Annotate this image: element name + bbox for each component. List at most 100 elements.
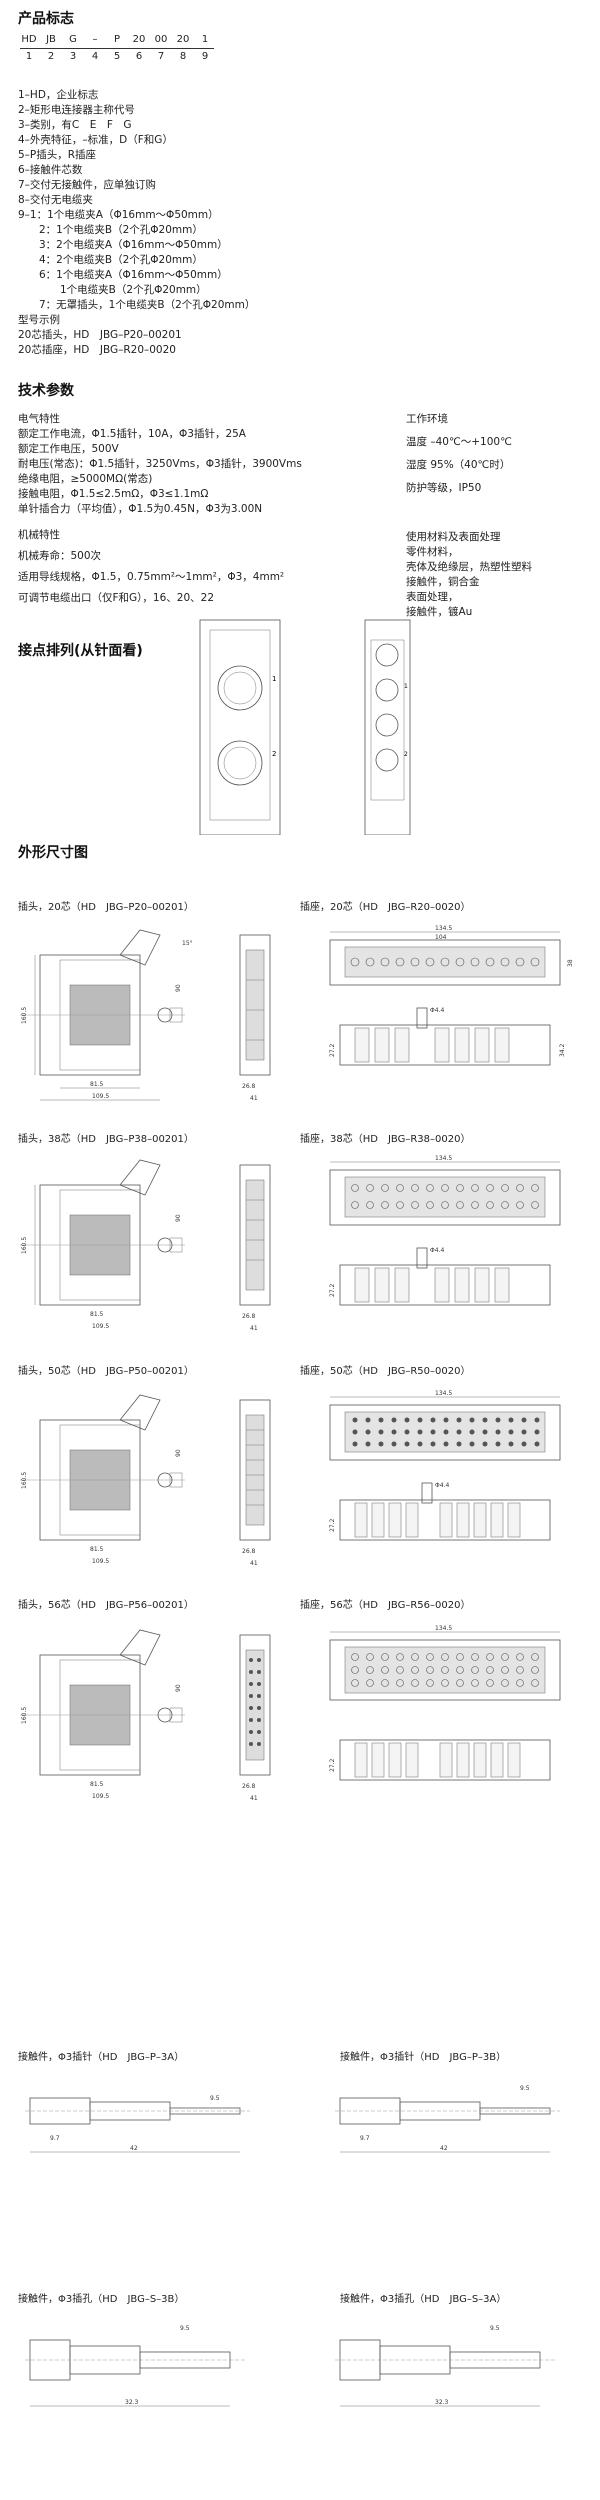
env-line: 防护等级，IP50 — [406, 482, 482, 494]
drawing-pins: 42 9.7 9.5 42 9.7 9.5 — [25, 2085, 560, 2153]
caption-pin-3a: 接触件，Φ3插针（HD JBG–P–3A） — [18, 2052, 185, 2063]
contact-layout-title: 接点排列(从针面看) — [18, 643, 143, 659]
contact-label-small-2: 2 — [404, 751, 408, 758]
material-block: 使用材料及表面处理 零件材料， 壳体及绝缘层，热塑性塑料 接触件，铜合金 表面处… — [406, 530, 532, 620]
layout-frame-left — [199, 619, 281, 835]
caption-receptacle-38: 插座，38芯（HD JBG–R38–0020） — [300, 1134, 471, 1145]
mark-line: 1个电缆夹B（2个孔Φ20mm） — [18, 284, 207, 296]
svg-text:134.5: 134.5 — [435, 925, 452, 932]
mark-line: 5–P插头，R插座 — [18, 149, 97, 161]
drawing-set-38: 160.5 81.5 109.5 90 26.8 41 134.5 Φ4.4 2… — [20, 1155, 561, 1332]
contact-label-1: 1 — [272, 675, 276, 683]
svg-text:90: 90 — [175, 984, 182, 992]
svg-text:90: 90 — [175, 1214, 182, 1222]
svg-text:109.5: 109.5 — [92, 1323, 109, 1330]
caption-receptacle-56: 插座，56芯（HD JBG–R56–0020） — [300, 1600, 471, 1611]
code-num-7: 7 — [157, 51, 165, 62]
caption-plug-56: 插头，56芯（HD JBG–P56–00201） — [18, 1600, 194, 1611]
mark-line: 20芯插座，HD JBG–R20–0020 — [18, 344, 176, 356]
svg-text:42: 42 — [440, 2145, 448, 2152]
svg-text:27.2: 27.2 — [329, 1283, 336, 1297]
svg-text:32.3: 32.3 — [435, 2399, 449, 2406]
contact-small — [375, 748, 399, 772]
code-1: HD — [21, 34, 37, 45]
env-line: 温度 –40℃～+100℃ — [406, 436, 512, 448]
electrical-line: 单针插合力（平均值），Φ1.5为0.45N，Φ3为3.00N — [18, 503, 263, 515]
drawing-set-20: 160.5 81.5 109.5 90 15° 26.8 41 134.5 10… — [20, 925, 574, 1102]
caption-socket-3a: 接触件，Φ3插孔（HD JBG–S–3A） — [340, 2294, 507, 2305]
mark-line: 6–接触件芯数 — [18, 164, 83, 176]
svg-text:81.5: 81.5 — [90, 1546, 104, 1553]
env-title: 工作环境 — [406, 413, 448, 425]
code-num-4: 4 — [91, 51, 99, 62]
caption-plug-38: 插头，38芯（HD JBG–P38–00201） — [18, 1134, 194, 1145]
svg-text:160.5: 160.5 — [21, 1007, 28, 1024]
caption-receptacle-50: 插座，50芯（HD JBG–R50–0020） — [300, 1366, 471, 1377]
svg-text:81.5: 81.5 — [90, 1781, 104, 1788]
svg-text:Φ4.4: Φ4.4 — [435, 1482, 449, 1489]
mark-line: 20芯插头，HD JBG–P20–00201 — [18, 329, 182, 341]
svg-text:90: 90 — [175, 1684, 182, 1692]
contact-label-small-1: 1 — [404, 683, 408, 690]
svg-text:27.2: 27.2 — [329, 1758, 336, 1772]
svg-text:9.5: 9.5 — [490, 2325, 500, 2332]
layout-inner-right — [370, 639, 405, 801]
svg-text:26.8: 26.8 — [242, 1783, 256, 1790]
code-num-2: 2 — [47, 51, 55, 62]
svg-text:160.5: 160.5 — [21, 1472, 28, 1489]
caption-plug-50: 插头，50芯（HD JBG–P50–00201） — [18, 1366, 194, 1377]
mark-line: 8–交付无电缆夹 — [18, 194, 93, 206]
tech-title: 技术参数 — [18, 383, 74, 399]
caption-socket-3b: 接触件，Φ3插孔（HD JBG–S–3B） — [18, 2294, 185, 2305]
svg-text:9.5: 9.5 — [210, 2095, 220, 2102]
contact-large-1 — [217, 665, 263, 711]
svg-text:81.5: 81.5 — [90, 1081, 104, 1088]
svg-text:90: 90 — [175, 1449, 182, 1457]
code-8: 20 — [176, 34, 190, 45]
material-title: 使用材料及表面处理 — [406, 531, 501, 543]
mechanical-title: 机械特性 — [18, 529, 60, 541]
mark-line: 3：2个电缆夹A（Φ16mm～Φ50mm） — [18, 239, 228, 251]
code-num-5: 5 — [113, 51, 121, 62]
code-num-9: 9 — [201, 51, 209, 62]
contact-small — [375, 713, 399, 737]
svg-text:15°: 15° — [182, 940, 193, 947]
svg-text:41: 41 — [250, 1325, 258, 1332]
mechanical-line: 机械寿命：500次 — [18, 550, 102, 562]
svg-text:34.2: 34.2 — [559, 1043, 566, 1057]
contact-layout-drawing: 1 2 1 2 — [199, 619, 411, 835]
svg-text:26.8: 26.8 — [242, 1548, 256, 1555]
svg-text:9.7: 9.7 — [360, 2135, 370, 2142]
product-mark-title: 产品标志 — [18, 11, 74, 27]
mechanical-line: 适用导线规格，Φ1.5，0.75mm²～1mm²，Φ3，4mm² — [18, 571, 285, 583]
mark-line: 型号示例 — [18, 314, 60, 326]
electrical-block: 电气特性 额定工作电流，Φ1.5插针，10A，Φ3插针，25A 额定工作电压，5… — [18, 412, 302, 517]
svg-text:41: 41 — [250, 1560, 258, 1567]
environment-block: 工作环境 温度 –40℃～+100℃ 湿度 95%（40℃时） 防护等级，IP5… — [406, 412, 512, 496]
layout-inner-left — [209, 629, 271, 821]
caption-plug-20: 插头，20芯（HD JBG–P20–00201） — [18, 902, 194, 913]
svg-text:160.5: 160.5 — [21, 1707, 28, 1724]
mark-line: 9–1：1个电缆夹A（Φ16mm～Φ50mm） — [18, 209, 219, 221]
mark-line: 6：1个电缆夹A（Φ16mm～Φ50mm） — [18, 269, 228, 281]
mark-line: 2–矩形电连接器主称代号 — [18, 104, 135, 116]
caption-receptacle-20: 插座，20芯（HD JBG–R20–0020） — [300, 902, 471, 913]
electrical-line: 绝缘电阻，≥5000MΩ(常态) — [18, 473, 153, 485]
svg-text:26.8: 26.8 — [242, 1313, 256, 1320]
mark-line: 4：2个电缆夹B（2个孔Φ20mm） — [18, 254, 203, 266]
svg-text:32.3: 32.3 — [125, 2399, 139, 2406]
svg-text:Φ4.4: Φ4.4 — [430, 1247, 444, 1254]
code-divider — [20, 48, 214, 49]
svg-text:42: 42 — [130, 2145, 138, 2152]
svg-text:9.7: 9.7 — [50, 2135, 60, 2142]
mark-line: 3–类别，有C E F G — [18, 119, 132, 131]
svg-text:38: 38 — [567, 959, 574, 967]
electrical-line: 额定工作电流，Φ1.5插针，10A，Φ3插针，25A — [18, 428, 246, 440]
svg-text:Φ4.4: Φ4.4 — [430, 1007, 444, 1014]
svg-text:27.2: 27.2 — [329, 1043, 336, 1057]
mechanical-block: 机械特性 机械寿命：500次 适用导线规格，Φ1.5，0.75mm²～1mm²，… — [18, 528, 284, 606]
drawing-set-50: 160.5 81.5 109.5 90 26.8 41 134.5 Φ4.4 2… — [20, 1390, 561, 1567]
svg-text:41: 41 — [250, 1095, 258, 1102]
material-line: 接触件，镀Au — [406, 606, 473, 618]
svg-text:134.5: 134.5 — [435, 1155, 452, 1162]
